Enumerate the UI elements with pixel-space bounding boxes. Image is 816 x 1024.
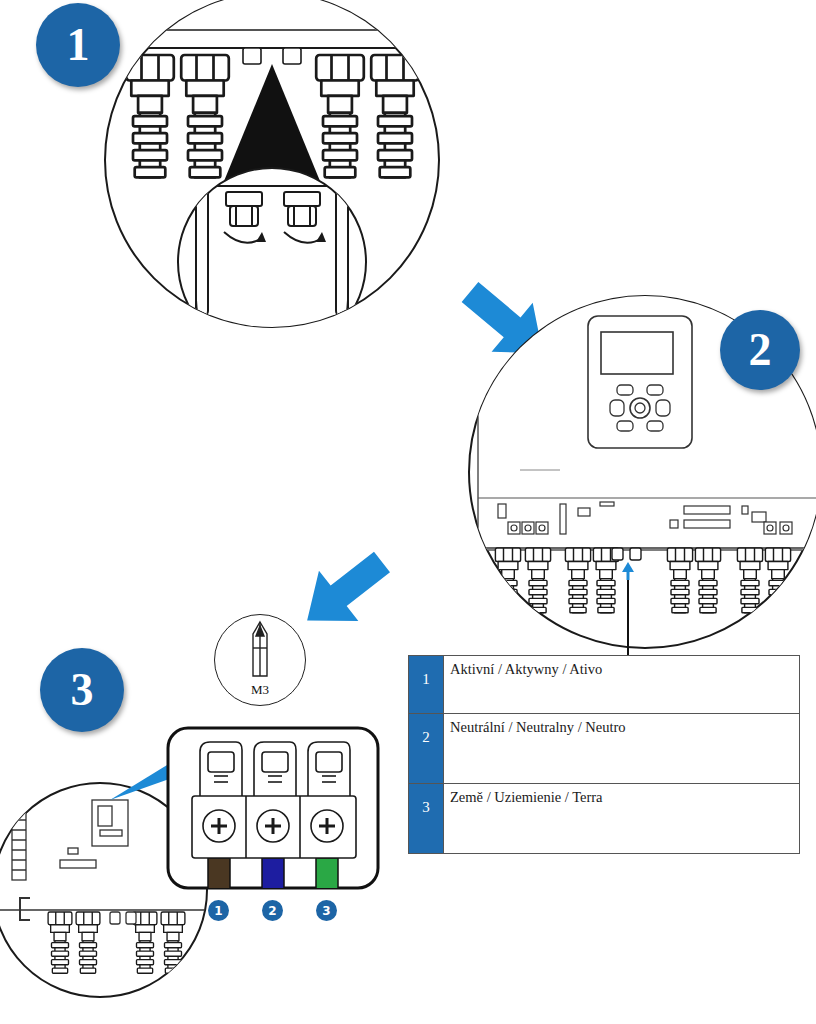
table-text-cell: Země / Uziemienie / Terra xyxy=(443,783,800,854)
table-text-cell: Neutrální / Neutralny / Neutro xyxy=(443,713,800,784)
terminal-block xyxy=(168,728,378,898)
callout-number-text: 2 xyxy=(268,905,276,917)
table-text: Neutrální / Neutralny / Neutro xyxy=(450,719,626,735)
step1-illustration xyxy=(80,0,464,356)
callout-number: 1 xyxy=(208,900,229,921)
table-text-cell: Aktivní / Aktywny / Ativo xyxy=(443,655,800,714)
table-text: Země / Uziemienie / Terra xyxy=(450,789,603,805)
step-badge-text: 2 xyxy=(749,327,772,373)
table-number-cell: 1 xyxy=(408,655,444,714)
step-badge: 3 xyxy=(40,648,124,732)
callout-number: 2 xyxy=(262,900,283,921)
step-badge: 1 xyxy=(36,3,120,87)
table-text: Aktivní / Aktywny / Ativo xyxy=(450,661,602,677)
table-number: 2 xyxy=(422,729,430,745)
table-number-cell: 3 xyxy=(408,783,444,854)
table-number-cell: 2 xyxy=(408,713,444,784)
callout-number: 3 xyxy=(316,900,337,921)
screwdriver-bit xyxy=(253,622,267,676)
tool-size-circle-text: M3 xyxy=(215,683,305,696)
table-number: 1 xyxy=(422,671,430,687)
step-badge: 2 xyxy=(720,310,800,390)
tool-size-circle: M3 xyxy=(214,614,306,706)
callout-number-text: 3 xyxy=(322,905,330,917)
step2-illustration xyxy=(469,280,816,660)
flow-arrow xyxy=(287,537,401,646)
step-badge-text: 1 xyxy=(67,22,90,68)
step-badge-text: 3 xyxy=(71,667,94,713)
table-number: 3 xyxy=(422,799,430,815)
callout-number-text: 1 xyxy=(214,905,222,917)
